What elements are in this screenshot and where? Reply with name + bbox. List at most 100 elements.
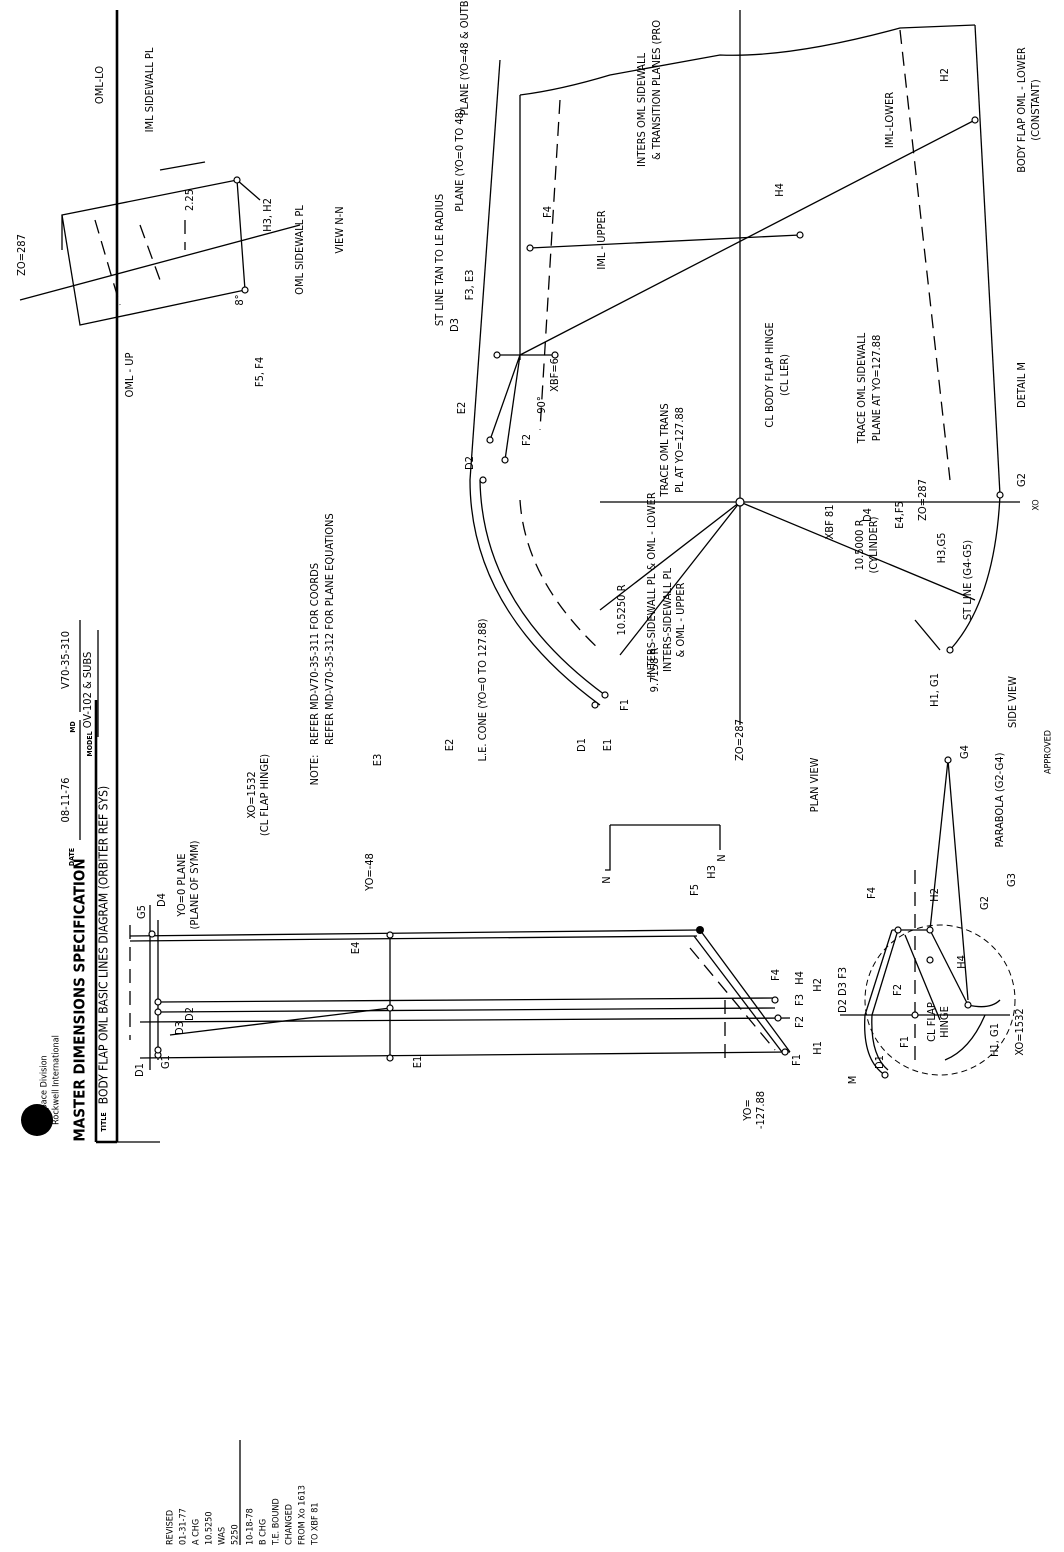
side-view-labels: SIDE VIEW APPROVED M D1 F1 CL FLAP HINGE…: [823, 479, 1054, 1084]
label: H4: [793, 971, 806, 985]
label: PLANE (YO=0 TO 48): [453, 108, 466, 212]
label: (CL LER): [778, 354, 791, 396]
label: XO=1532: [1013, 1008, 1026, 1055]
label: INTERS-SIDEWALL PL: [661, 568, 674, 673]
label: ZO=287: [733, 719, 746, 761]
label: F1: [898, 1036, 911, 1048]
md-label: MD: [69, 721, 77, 733]
label: G3: [1005, 873, 1018, 887]
label: F1: [790, 1054, 803, 1066]
revision-text: 10-18-78: [246, 1508, 256, 1545]
label: PLANE AT YO=127.88: [870, 335, 883, 442]
revision-text: A CHG: [192, 1519, 202, 1545]
label: E2: [455, 402, 468, 415]
label: F5, F4: [253, 357, 266, 387]
org-name: Space Division: [40, 1055, 50, 1114]
plan-view-title: PLAN VIEW: [808, 757, 821, 812]
approved-label: APPROVED: [1044, 730, 1054, 774]
label: F1: [618, 699, 631, 711]
label: (PLANE OF SYMM): [188, 840, 201, 929]
label: H1, G1: [988, 1023, 1001, 1057]
label: N: [715, 854, 728, 861]
md-number: V70-35-310: [59, 631, 72, 689]
label: H1, G1: [928, 673, 941, 707]
label: D2: [183, 1007, 196, 1021]
label: OML SIDEWALL PL: [293, 205, 306, 295]
label: H2: [928, 888, 941, 902]
label: -127.88: [754, 1091, 767, 1129]
label: D4: [861, 508, 874, 522]
label: & OML - UPPER: [674, 582, 687, 657]
label: (CYLINDER): [867, 516, 880, 573]
revision-text: FROM Xo 1613: [298, 1485, 308, 1545]
label: OML-LO: [93, 66, 106, 104]
label: G2: [978, 896, 991, 910]
title-block: Space Division Rockwell International MA…: [40, 620, 111, 1142]
label: H2: [938, 68, 951, 82]
label: TRACE OML SIDEWALL: [855, 332, 868, 444]
side-view-title: SIDE VIEW: [1006, 676, 1019, 728]
detail-m: [469, 10, 1020, 725]
label: IML-LOWER: [883, 92, 896, 148]
label: HINGE: [938, 1006, 951, 1038]
label: CL FLAP: [925, 1002, 938, 1042]
label: D2: [463, 456, 476, 470]
label: 90°: [535, 396, 548, 414]
label: G5: [135, 905, 148, 919]
label: D1: [133, 1063, 146, 1077]
label: L.E. CONE (YO=0 TO 127.88): [476, 618, 489, 761]
spec-title: MASTER DIMENSIONS SPECIFICATION: [71, 858, 89, 1141]
label: D2 D3 F3: [836, 967, 849, 1013]
revision-block: REVISED 01-31-77 A CHG 10.5250 WAS 5250 …: [166, 1485, 321, 1546]
model-value: OV-102 & SUBS: [81, 652, 94, 729]
detail-m-labels: DETAIL M ST LINE TAN TO LE RADIUS PLANE …: [433, 0, 1042, 761]
label: G1: [159, 1055, 172, 1069]
note-label: NOTE:: [308, 755, 321, 786]
label: H3,G5: [935, 533, 948, 564]
label: XO: [1032, 499, 1042, 510]
label: H4: [955, 955, 968, 969]
label: 10.5250 R: [615, 584, 628, 635]
plan-view-labels: PLAN VIEW D1 G1 D3 D2 G5 D4 YO=0 PLANE (…: [133, 492, 824, 1129]
label: INTERS OML SIDEWALL: [635, 53, 648, 167]
revision-text: WAS: [218, 1527, 228, 1545]
plan-view: [129, 824, 791, 1070]
org-company: Rockwell International: [52, 1035, 62, 1125]
revision-text: 5250: [231, 1524, 241, 1545]
label: IML - UPPER: [595, 210, 608, 269]
label: F3: [793, 994, 806, 1006]
label: D3: [448, 318, 461, 332]
label: D4: [155, 893, 168, 907]
view-nn-title: VIEW N-N: [333, 206, 346, 253]
label: 8°: [233, 294, 246, 305]
label: E4: [349, 942, 362, 955]
label: (CL FLAP HINGE): [258, 754, 271, 836]
label: 10.5000 R: [853, 519, 866, 570]
model-label: MODEL: [86, 731, 94, 756]
label: 9.7158 R: [648, 648, 661, 693]
label: D3: [173, 1021, 186, 1035]
revision-text: B CHG: [259, 1519, 269, 1545]
label: IML SIDEWALL PL: [143, 47, 156, 132]
label: BODY FLAP OML - LOWER: [1015, 47, 1028, 173]
label: XBF=6: [548, 358, 561, 392]
label: D1: [575, 738, 588, 752]
label: M: [846, 1076, 859, 1085]
drawing-title: BODY FLAP OML BASIC LINES DIAGRAM (ORBIT…: [97, 786, 111, 1104]
revision-text: CHANGED: [285, 1504, 295, 1545]
revision-text: TO XBF 81: [311, 1502, 321, 1546]
label: H1: [811, 1041, 824, 1055]
label: YO=: [741, 1099, 754, 1122]
label: F4: [769, 969, 782, 981]
label: CL BODY FLAP HINGE: [763, 322, 776, 427]
label: E2: [443, 739, 456, 752]
label: XBF 81: [823, 505, 836, 540]
label: F4: [865, 887, 878, 899]
label: E4,F5: [893, 501, 906, 529]
note: NOTE: REFER MD-V70-35-311 FOR COORDS REF…: [308, 513, 336, 785]
revision-text: 10.5250: [205, 1512, 215, 1545]
view-nn: [19, 161, 301, 326]
label: YO=0 PLANE: [175, 853, 188, 917]
label: D1: [873, 1055, 886, 1069]
